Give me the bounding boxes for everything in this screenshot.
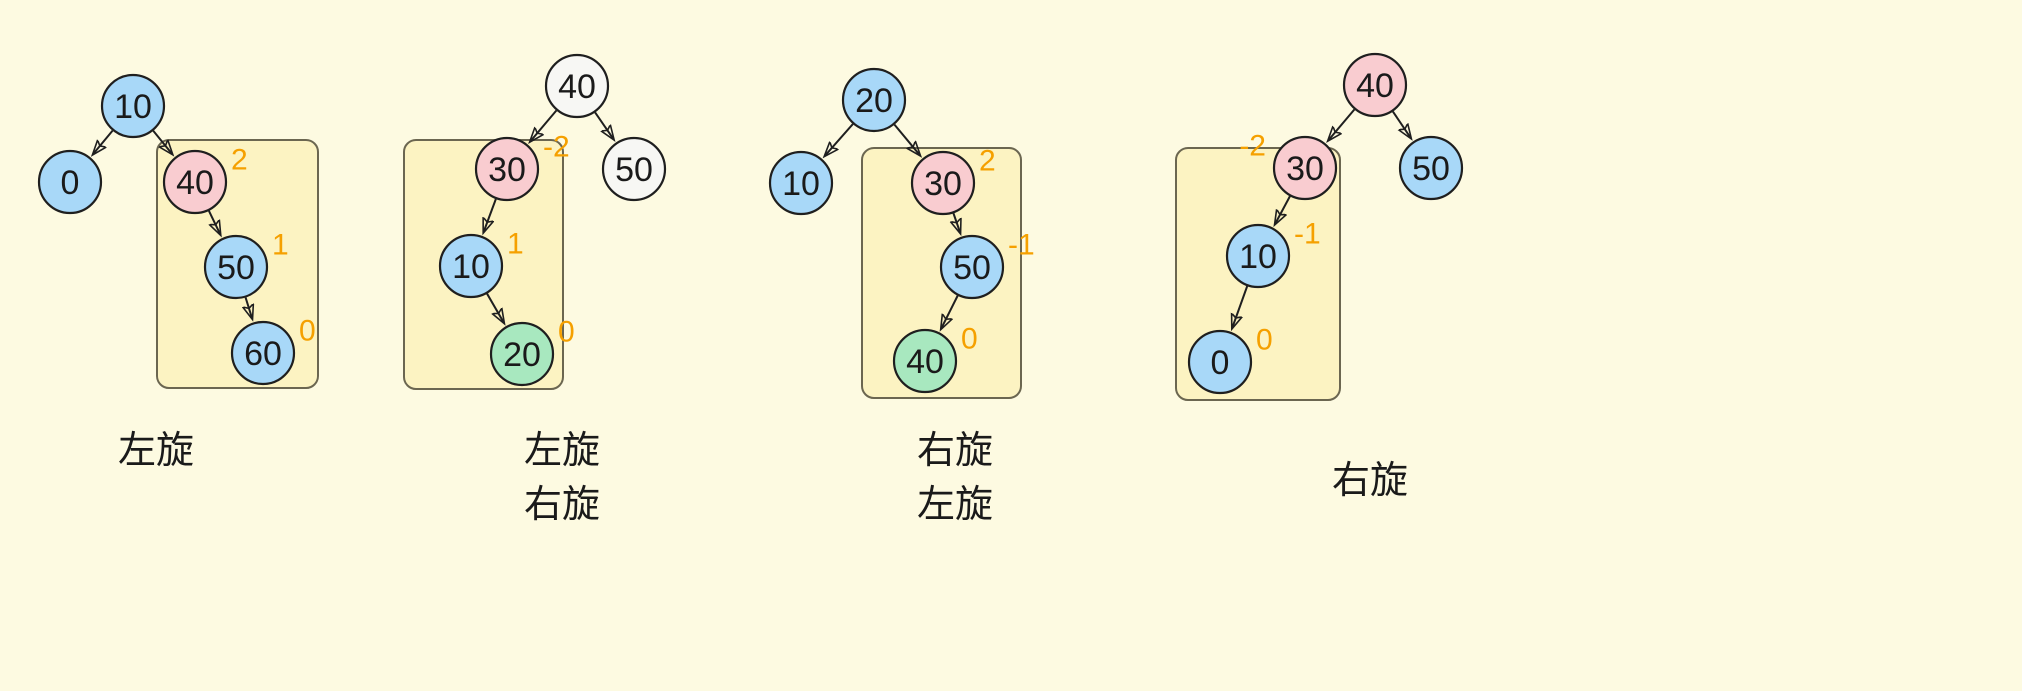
panel-1: 10 0 40 2 50 1 60 0 [37,73,319,389]
node-value-label: 50 [217,249,255,287]
tree-edge [530,109,558,141]
balance-factor-label: 1 [272,229,289,262]
tree-node: 50 [1398,135,1464,201]
node-value-label: 40 [906,343,944,381]
node-circle [474,136,540,202]
tree-edge [93,129,114,155]
node-value-label: 20 [503,336,541,374]
tree-node: 50 1 [203,229,289,300]
node-circle [203,234,269,300]
node-circle [1398,135,1464,201]
panel-caption: 左旋 右旋 [524,430,601,526]
tree-node: 20 0 [489,316,575,387]
tree-edge [152,130,172,154]
panels-layer: 10 0 40 2 50 1 60 0 40 30 -2 50 10 1 20 0 20 10 30 2 50 -1 40 0… [37,52,1464,401]
tree-node: 30 2 [910,145,996,216]
node-circle [768,150,834,216]
balance-factor-label: -2 [1239,130,1266,163]
tree-node: 10 -1 [1225,218,1321,289]
node-value-label: 10 [452,248,490,286]
tree-edge [209,210,220,235]
balance-factor-label: 1 [507,228,524,261]
tree-edge [1275,195,1291,224]
tree-edge [1392,110,1411,139]
node-circle [939,234,1005,300]
node-value-label: 50 [1412,150,1450,188]
node-circle [910,150,976,216]
balance-factor-label: -2 [543,131,570,164]
balance-factor-label: 0 [1256,324,1273,357]
tree-node: 20 [841,67,907,133]
tree-node: 40 0 [892,323,978,394]
node-circle [230,320,296,386]
node-value-label: 10 [1239,238,1277,276]
tree-node: 00 [1187,324,1273,395]
node-value-label: 40 [1356,67,1394,105]
node-value-label: 40 [176,164,214,202]
tree-edge [1328,108,1356,140]
tree-node: 40 [1342,52,1408,118]
node-circle [544,53,610,119]
node-circle [841,67,907,133]
balance-factor-label: 0 [299,315,316,348]
node-circle [100,73,166,139]
node-circle [892,328,958,394]
node-value-label: 50 [953,249,991,287]
node-value-label: 30 [1286,150,1324,188]
balance-factor-label: 0 [961,323,978,356]
panel-3: 20 10 30 2 50 -1 40 0 [768,67,1035,399]
tree-edge [484,198,497,232]
node-value-label: 10 [114,88,152,126]
tree-edge [941,295,959,329]
tree-node: 50 [601,136,667,202]
tree-node: 10 [100,73,166,139]
node-value-label: 40 [558,68,596,106]
panel-4: 40 30 -2 50 10 -1 00 [1175,52,1464,401]
panel-caption: 右旋 左旋 [917,430,994,526]
node-circle [1272,135,1338,201]
panel-caption: 左旋 [118,430,195,472]
node-value-label: 0 [61,164,80,202]
tree-node: 30 -2 [474,131,570,202]
tree-edge [893,123,920,156]
node-value-label: 30 [924,165,962,203]
node-value-label: 10 [782,165,820,203]
node-circle [1187,329,1253,395]
balance-factor-label: -1 [1294,218,1321,251]
node-value-label: 60 [244,335,282,373]
tree-node: 10 1 [438,228,524,299]
tree-edge [246,297,253,319]
node-circle [162,149,228,215]
tree-node: 50 -1 [939,229,1035,300]
tree-node: 0 [37,149,103,215]
node-circle [37,149,103,215]
node-circle [489,321,555,387]
tree-node: 60 0 [230,315,316,386]
node-value-label: 0 [1211,344,1230,382]
node-value-label: 20 [855,82,893,120]
node-circle [601,136,667,202]
tree-node: 10 [768,150,834,216]
node-value-label: 30 [488,151,526,189]
tree-node: 30 -2 [1239,130,1338,201]
tree-edge [594,111,614,139]
node-circle [438,233,504,299]
node-circle [1225,223,1291,289]
node-value-label: 50 [615,151,653,189]
panel-2: 40 30 -2 50 10 1 20 0 [403,53,667,390]
balance-factor-label: 0 [558,316,575,349]
tree-edge [825,123,854,156]
tree-edge [953,212,960,233]
balance-factor-label: -1 [1008,229,1035,262]
balance-factor-label: 2 [231,144,248,177]
tree-node: 40 [544,53,610,119]
balance-factor-label: 2 [979,145,996,178]
tree-edge [1232,285,1249,328]
tree-edge [486,293,504,323]
panel-caption: 右旋 [1332,460,1409,502]
node-circle [1342,52,1408,118]
tree-node: 40 2 [162,144,248,215]
